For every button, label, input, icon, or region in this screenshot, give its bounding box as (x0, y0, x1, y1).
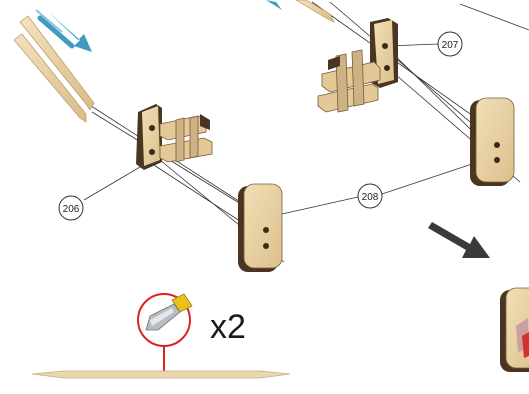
tool-detail (31, 293, 291, 379)
motion-arrow-top (266, 0, 282, 10)
partial-part-bottom-right (500, 287, 529, 372)
wood-strip (31, 370, 291, 379)
motion-arrow-left (35, 9, 92, 52)
part-208-plate-left (238, 183, 283, 272)
dowel-pin-left-2 (13, 33, 87, 123)
callout-208: 208 (357, 183, 383, 209)
part-206-bracket (136, 104, 213, 170)
direction-arrow (428, 222, 490, 258)
blade-icon (145, 293, 193, 331)
callout-207-label: 207 (442, 40, 459, 51)
callout-207: 207 (437, 31, 463, 57)
part-207-bracket (317, 18, 398, 113)
callout-206: 206 (58, 195, 84, 221)
dowel-pin-top (295, 0, 335, 23)
callout-206-label: 206 (63, 204, 80, 215)
callout-208-label: 208 (362, 192, 379, 203)
assembly-guide-lines (84, 1, 529, 263)
part-208-plate-right (470, 97, 515, 186)
dowel-pin-left-1 (19, 15, 95, 111)
quantity-multiplier: x2 (210, 308, 246, 346)
